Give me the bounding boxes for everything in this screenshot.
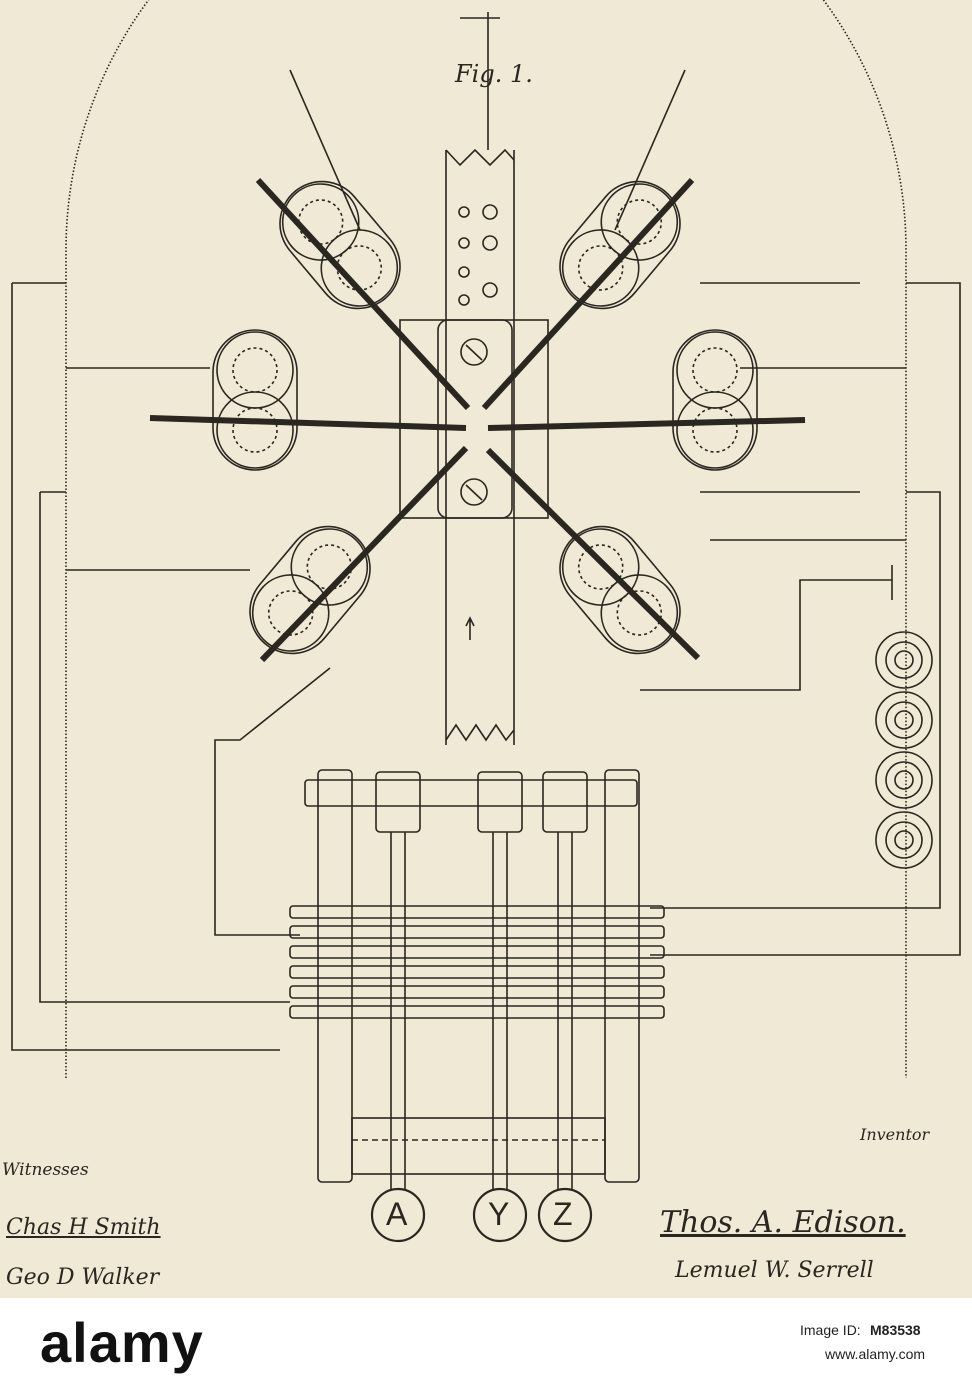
- battery-cells: [876, 632, 932, 868]
- stock-footer: alamy Image ID: M83538 www.alamy.com: [0, 1298, 972, 1390]
- right-frame-wire: [650, 283, 960, 955]
- patent-drawing-sheet: Fig. 1. A Y Z Witnesses Chas H Smith Geo D…: [0, 0, 972, 1298]
- brand-logo: alamy: [40, 1310, 204, 1375]
- witnesses-label: Witnesses: [2, 1160, 89, 1180]
- key-frame-right: [605, 770, 639, 1182]
- battery-cell-2: [876, 692, 932, 748]
- witness-signature-2: Geo D Walker: [6, 1265, 159, 1290]
- key-label-1: A: [386, 1196, 407, 1233]
- central-strip: [446, 150, 514, 745]
- key-frame-left: [318, 770, 352, 1182]
- image-id-label: Image ID:: [800, 1322, 861, 1338]
- electromagnet-6: [543, 509, 697, 670]
- electromagnet-1: [263, 164, 417, 325]
- witness-signature-1: Chas H Smith: [6, 1215, 161, 1240]
- electromagnet-3: [213, 330, 297, 470]
- battery-cell-3: [876, 752, 932, 808]
- contact-bar-2: [290, 926, 664, 938]
- electromagnet-group: [213, 164, 757, 670]
- contact-bar-4: [290, 966, 664, 978]
- contact-bar-1: [290, 906, 664, 918]
- key-label-2: Y: [488, 1196, 509, 1233]
- armature-spokes: [150, 180, 805, 660]
- radial-wire-left: [290, 70, 360, 230]
- patent-diagram: [0, 0, 972, 1298]
- contact-bar-5: [290, 986, 664, 998]
- inventor-signature: Thos. A. Edison.: [660, 1205, 906, 1240]
- contact-bar-6: [290, 1006, 664, 1018]
- image-id: M83538: [870, 1322, 921, 1338]
- electromagnet-4: [673, 330, 757, 470]
- contact-bar-3: [290, 946, 664, 958]
- keyboard-mechanism: [290, 770, 664, 1241]
- inventor-label: Inventor: [860, 1125, 929, 1144]
- battery-cell-4: [876, 812, 932, 868]
- key-label-3: Z: [553, 1196, 573, 1233]
- attorney-signature: Lemuel W. Serrell: [675, 1258, 874, 1283]
- battery-cell-1: [876, 632, 932, 688]
- figure-title: Fig. 1.: [455, 60, 533, 88]
- electromagnet-5: [233, 509, 387, 670]
- site-url: www.alamy.com: [825, 1346, 925, 1362]
- electromagnet-2: [543, 164, 697, 325]
